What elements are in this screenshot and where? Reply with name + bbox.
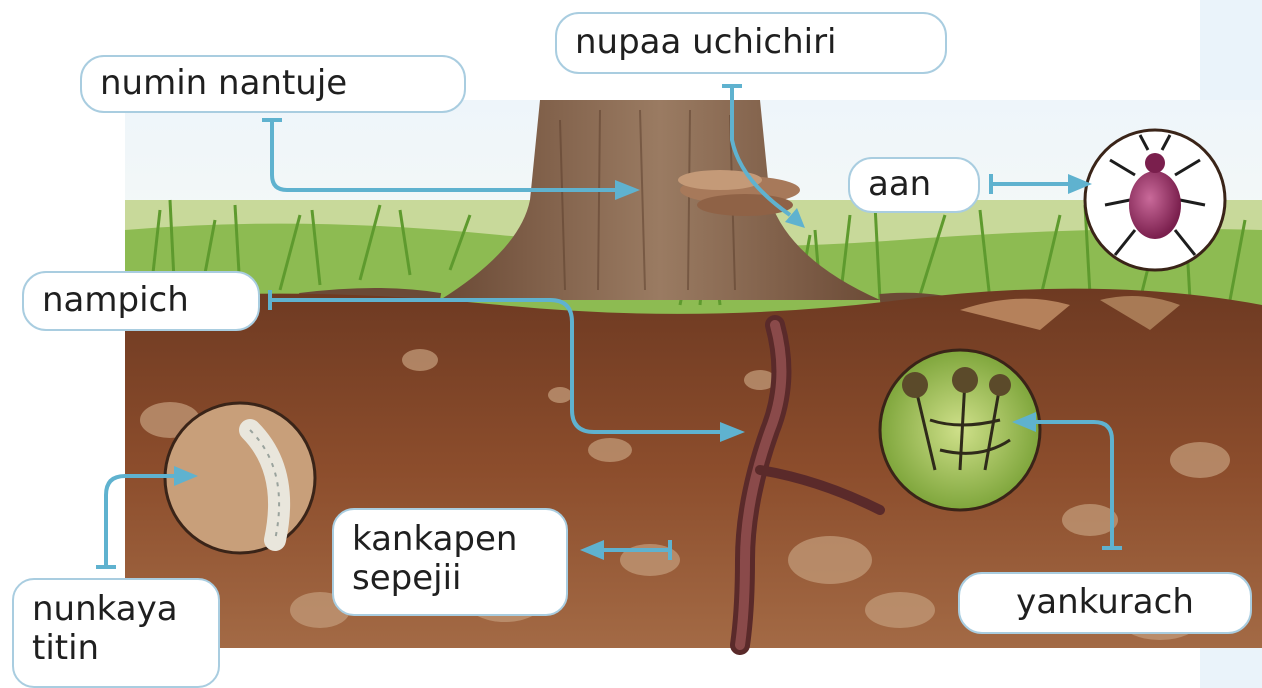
label-nupaa-uchichiri-text: nupaa uchichiri [575,23,837,62]
label-kankapen-sepejii: kankapen sepejii [332,508,568,616]
mold-inset [880,350,1040,510]
label-nupaa-uchichiri: nupaa uchichiri [555,12,947,74]
label-nampich-text: nampich [42,281,189,320]
label-kankapen-line2: sepejii [352,559,517,598]
label-nunkaya-line1: nunkaya [32,590,178,629]
beetle-inset [1085,130,1225,270]
label-yankurach-text: yankurach [1016,583,1194,622]
label-kankapen-line1: kankapen [352,520,517,559]
label-aan: aan [848,157,980,213]
label-nunkaya-line2: titin [32,629,178,668]
label-nampich: nampich [22,271,260,331]
label-numin-nantuje: numin nantuje [80,55,466,113]
label-numin-nantuje-text: numin nantuje [100,64,347,103]
label-yankurach: yankurach [958,572,1252,634]
label-nunkaya-titin: nunkaya titin [12,578,220,688]
label-aan-text: aan [868,165,931,204]
